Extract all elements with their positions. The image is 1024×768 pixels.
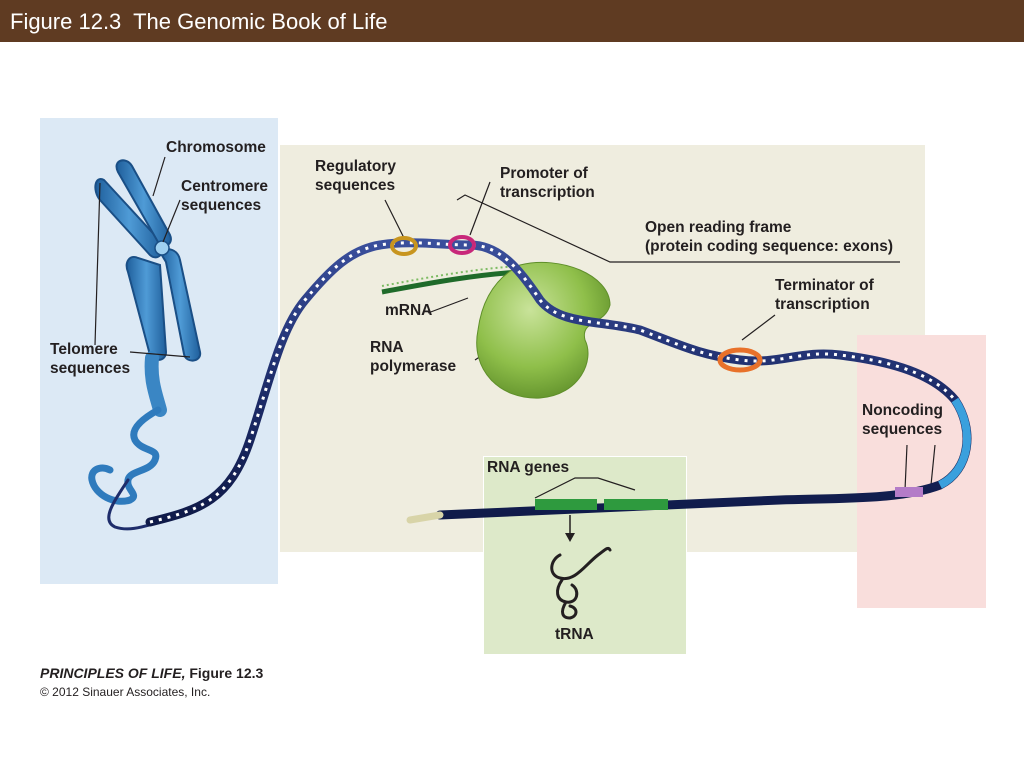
- centromere-label: Centromere sequences: [181, 178, 268, 214]
- noncoding-panel: [857, 335, 986, 608]
- terminator-segment: [717, 347, 763, 373]
- promoter-segment: [448, 235, 476, 255]
- chromosome: [88, 159, 202, 531]
- orf-label: Open reading frame (protein coding seque…: [645, 219, 894, 255]
- noncoding-label: Noncoding sequences: [862, 402, 943, 438]
- rna-polymerase: [476, 261, 611, 399]
- mrna-label: mRNA: [385, 302, 433, 319]
- regulatory-label: Regulatory sequences: [315, 158, 396, 194]
- rna-polymerase-label: RNA polymerase: [370, 339, 457, 375]
- rna-gene-segments: [535, 499, 668, 510]
- regulatory-segment: [390, 236, 418, 256]
- trna-structure: [550, 546, 612, 620]
- page-title: Figure 12.3 The Genomic Book of Life: [10, 9, 388, 34]
- figure-number: Figure 12.3: [185, 665, 264, 681]
- trna-label: tRNA: [555, 626, 594, 643]
- chromosome-label: Chromosome: [166, 139, 266, 156]
- copyright: © 2012 Sinauer Associates, Inc.: [40, 685, 211, 699]
- mrna-strand: [381, 265, 521, 295]
- telomere-label: Telomere sequences: [50, 341, 131, 377]
- promoter-label: Promoter of transcription: [500, 165, 595, 201]
- title-bar: Figure 12.3 The Genomic Book of Life: [0, 0, 1024, 42]
- trna-arrow: [565, 515, 575, 542]
- book-title: PRINCIPLES OF LIFE,: [40, 665, 186, 681]
- terminator-label: Terminator of transcription: [775, 277, 874, 313]
- rna-genes-label: RNA genes: [487, 459, 570, 476]
- noncoding-bands: [895, 397, 971, 497]
- rna-genes-panel: [483, 456, 687, 655]
- figure-credit: PRINCIPLES OF LIFE, Figure 12.3 © 2012 S…: [40, 665, 263, 699]
